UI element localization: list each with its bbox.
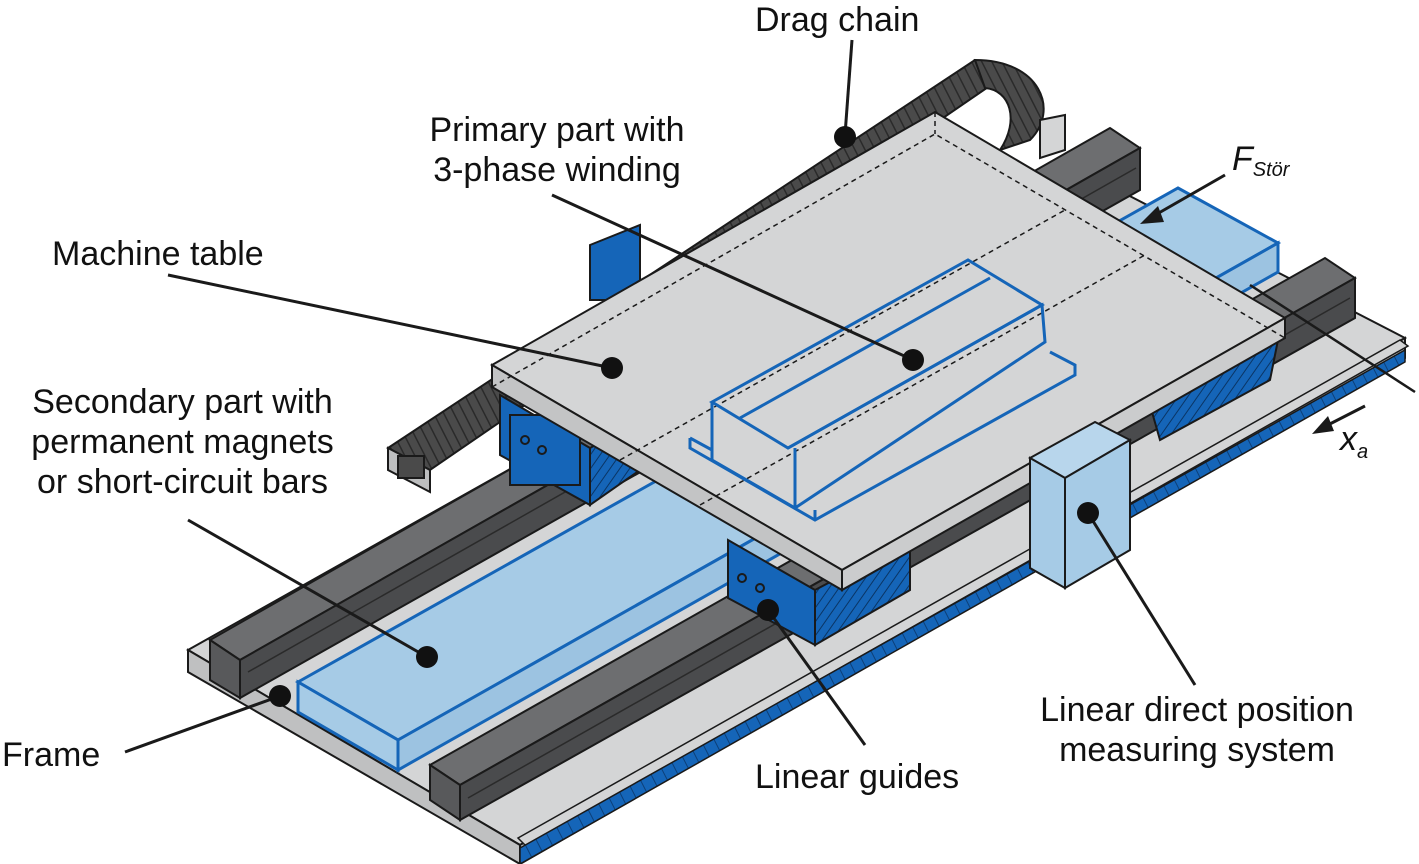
force-symbol-sub: Stör (1252, 159, 1290, 181)
frame-label: Frame (2, 736, 101, 774)
leader-secondary-part (187, 518, 438, 668)
linear-guides-label: Linear guides (755, 758, 960, 796)
motion-axis-line (1249, 283, 1416, 394)
measuring-system-label: Linear direct position measuring system (1012, 690, 1382, 770)
primary-part (688, 258, 1077, 522)
leader-measuring-system (1077, 502, 1197, 686)
leader-linear-guides (757, 599, 867, 746)
measuring-system-label-line-2: measuring system (1059, 731, 1335, 769)
secondary-part-label-line-2: permanent magnets (31, 423, 334, 461)
force-symbol-main: F (1232, 140, 1253, 178)
drag-chain-label: Drag chain (755, 1, 920, 39)
carriage-rear-left (499, 393, 641, 507)
leader-frame (124, 685, 291, 754)
primary-part-label: Primary part with 3-phase winding (412, 110, 702, 190)
leader-drag-chain (834, 39, 856, 148)
force-symbol: FStör (1232, 140, 1289, 182)
measuring-read-head (1027, 420, 1133, 590)
secondary-part-label-line-3: or short-circuit bars (37, 463, 328, 501)
measuring-system-label-line-1: Linear direct position (1040, 691, 1354, 729)
secondary-part-label: Secondary part with permanent magnets or… (10, 382, 355, 502)
secondary-part-label-line-1: Secondary part with (32, 383, 333, 421)
leader-primary-part (551, 193, 924, 371)
machine-table-label: Machine table (52, 235, 264, 273)
axis-symbol-sub: a (1357, 441, 1369, 463)
axis-symbol: xa (1340, 420, 1368, 464)
force-arrow (1140, 173, 1226, 224)
leader-machine-table (167, 273, 623, 379)
axis-symbol-main: x (1340, 420, 1357, 458)
axis-arrow (1312, 404, 1366, 434)
primary-part-label-line-2: 3-phase winding (433, 151, 681, 189)
primary-part-label-line-1: Primary part with (429, 111, 685, 149)
